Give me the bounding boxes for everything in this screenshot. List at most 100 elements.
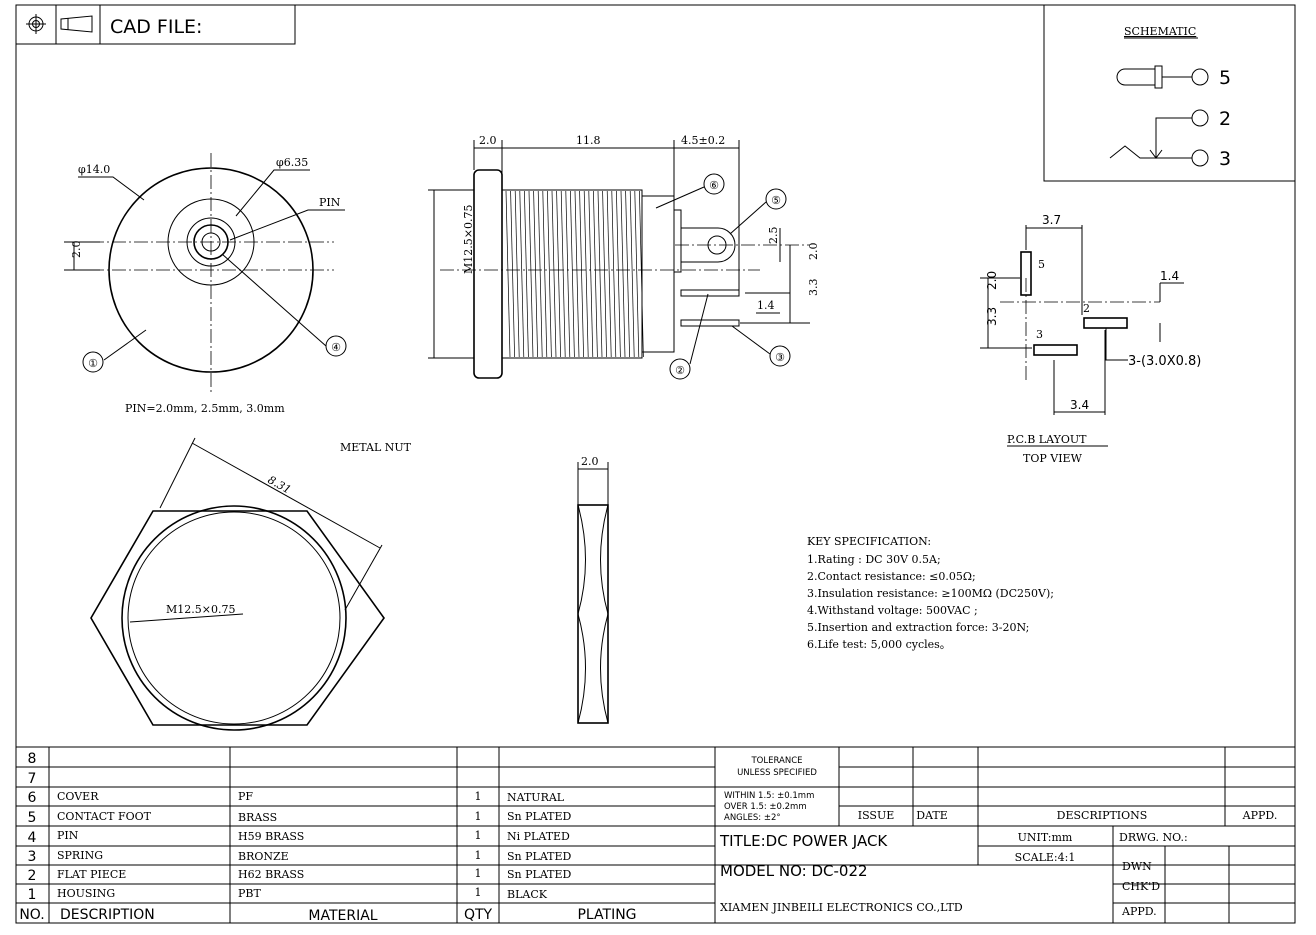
tolerance-sub: UNLESS SPECIFIED [737,768,817,778]
callout-5: ⑤ [771,194,781,207]
thread-line [583,190,589,358]
bom-desc: COVER [57,790,99,803]
thread-line [574,190,580,358]
callout-1: ① [88,357,98,370]
pcb-dim-3-7: 3.7 [1042,213,1061,227]
pcb-subtitle: TOP VIEW [1023,452,1083,465]
pcb-dim-3-3: 3.3 [985,307,999,326]
bom-plating: NATURAL [507,791,565,804]
front-view: 2.0 φ14.0 φ6.35 PIN ④ ① PIN=2.0mm, 2.5mm… [64,153,347,415]
schematic-pin-5: 5 [1219,67,1231,89]
front-offset-dim: 2.0 [70,241,83,259]
header-box: CAD FILE: [15,4,296,45]
bom-no: 4 [28,830,37,846]
bom-no: 8 [28,751,37,767]
tolerance-over: OVER 1.5: ±0.2mm [724,802,807,812]
callout-6: ⑥ [709,179,719,192]
front-pin-label: PIN [319,196,341,209]
bom-material: H59 BRASS [238,830,304,843]
third-angle-projection-icon [26,14,93,34]
thread-line [556,190,561,358]
pcb-layout: 3.7 5 2.0 3.3 2 1.4 3 3-(3.0X0.8) 3.4 P.… [980,213,1201,465]
bom-no: 5 [28,810,37,826]
drawing-frame [15,4,1296,924]
thread-line [505,190,511,358]
bom-desc: CONTACT FOOT [57,810,152,823]
thread-line [629,190,635,358]
thread-line [593,190,598,358]
nut-thickness: 2.0 [581,455,599,468]
bom-plating: Sn PLATED [507,810,572,823]
thread-line [551,190,557,358]
scale-label: SCALE:4:1 [1015,851,1076,864]
key-specification: KEY SPECIFICATION: 1.Rating : DC 30V 0.5… [807,535,1054,651]
spec-item: 4.Withstand voltage: 500VAC ; [807,604,978,617]
bom-qty: 1 [475,790,482,803]
bom-header-description: DESCRIPTION [60,907,155,923]
side-dim-2-0: 2.0 [807,243,820,261]
bom-no: 1 [28,887,37,903]
metal-nut: METAL NUT 8.31 M12.5×0.75 2.0 [90,437,609,731]
issue-label: ISSUE [858,809,895,822]
bom-row: 3 SPRING BRONZE 1 Sn PLATED [28,849,572,865]
thread-line [547,190,552,358]
spec-item: 5.Insertion and extraction force: 3-20N; [807,621,1029,634]
bom-row: 7 [28,771,37,787]
thread-line [597,190,603,358]
bom-desc: FLAT PIECE [57,868,126,881]
model-number: MODEL NO: DC-022 [720,862,868,880]
bom-no: 3 [28,849,37,865]
thread-line [616,190,621,358]
side-dim-2-5: 2.5 [767,227,780,245]
thread-line [579,190,584,358]
spec-item: 6.Life test: 5,000 cycles。 [807,638,951,651]
bom-plating: Sn PLATED [507,868,572,881]
bom-header-material: MATERIAL [308,908,377,924]
bom-header-plating: PLATING [577,907,636,923]
bom-no: 7 [28,771,37,787]
thread-line [634,190,640,358]
nut-thread: M12.5×0.75 [166,603,235,616]
tolerance-within: WITHIN 1.5: ±0.1mm [724,791,814,801]
thread-line [542,190,548,358]
bom-header-qty: QTY [464,907,493,923]
bom-row: 5 CONTACT FOOT BRASS 1 Sn PLATED [28,810,572,826]
drawing-number-label: DRWG. NO.: [1119,831,1188,844]
thread-line [524,190,529,358]
descriptions-label: DESCRIPTIONS [1057,809,1148,822]
cad-file-label: CAD FILE: [110,16,202,38]
thread-lines [505,190,644,358]
thread-line [606,190,612,358]
nut-across-flats: 8.31 [266,473,294,496]
tolerance-angles: ANGLES: ±2° [724,813,781,823]
checked-label: CHK'D [1122,880,1160,893]
appd-label: APPD. [1242,809,1278,822]
side-dim-3-3: 3.3 [807,279,820,297]
bom-material: H62 BRASS [238,868,304,881]
front-outer-dia: φ14.0 [78,163,110,176]
bom-qty: 1 [475,886,482,899]
schematic-box: SCHEMATIC 5 2 3 [1043,5,1295,182]
bom-row: 6 COVER PF 1 NATURAL [28,790,565,806]
schematic-pin-3: 3 [1219,148,1231,170]
pin-note: PIN=2.0mm, 2.5mm, 3.0mm [125,402,285,415]
bom-desc: SPRING [57,849,103,862]
thread-line [570,190,575,358]
bom-material: PF [238,790,253,803]
bom-row: 8 [28,751,37,767]
bom-no: 6 [28,790,37,806]
bom-qty: 1 [475,849,482,862]
bom-table: 8 7 6 COVER PF 1 NATURAL 5 CONTACT FOOT … [16,746,1295,924]
thread-line [537,190,543,358]
bom-desc: HOUSING [57,887,115,900]
bom-no: 2 [28,868,37,884]
bom-row: 2 FLAT PIECE H62 BRASS 1 Sn PLATED [28,867,572,884]
nut-title: METAL NUT [340,441,412,454]
side-dim-4-5: 4.5±0.2 [681,134,725,147]
thread-line [565,190,571,358]
thread-line [639,190,644,358]
date-label: DATE [916,809,948,822]
bom-qty: 1 [475,829,482,842]
pcb-dim-1-4: 1.4 [1160,269,1179,283]
